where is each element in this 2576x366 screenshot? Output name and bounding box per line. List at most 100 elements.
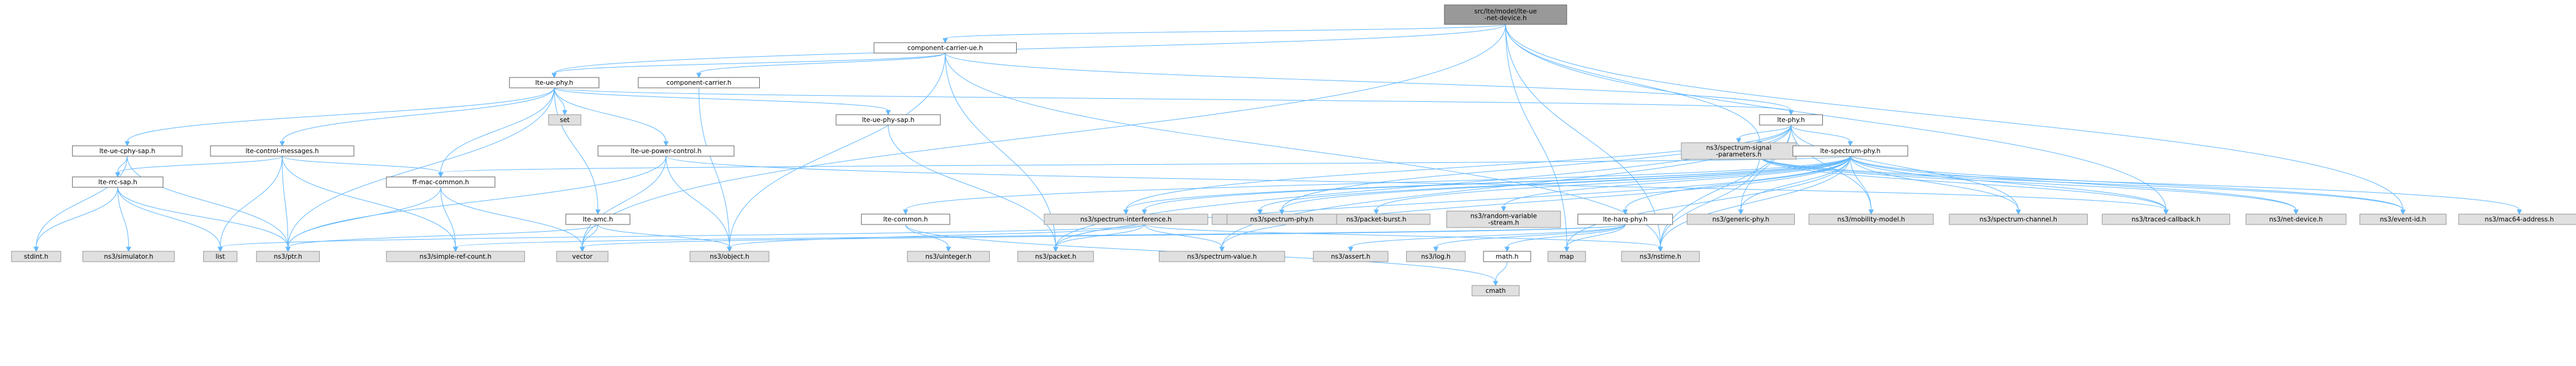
dependency-edge	[1791, 124, 1853, 147]
dependency-edge	[1658, 156, 1851, 253]
edge-line	[1791, 124, 2019, 210]
node-box	[548, 114, 582, 126]
node-label: ns3/simple-ref-count.h	[419, 253, 491, 260]
node-lte-ue-power-control[interactable]: lte-ue-power-control.h	[597, 145, 735, 157]
dependency-edge	[1493, 261, 1508, 287]
edge-line	[1260, 156, 1851, 210]
node-label: lte-phy.h	[1777, 117, 1805, 124]
edge-line	[1435, 224, 1626, 248]
node-lte-ue-phy[interactable]: lte-ue-phy.h	[509, 77, 599, 88]
node-box	[386, 176, 496, 188]
dependency-edge	[1850, 156, 2169, 215]
node-label: lte-control-messages.h	[245, 148, 319, 155]
node-lte-ue-cphy-sap[interactable]: lte-ue-cphy-sap.h	[72, 145, 182, 157]
edge-line	[281, 156, 289, 248]
node-lte-spectrum-phy[interactable]: lte-spectrum-phy.h	[1792, 145, 1908, 157]
edge-line	[1503, 156, 1851, 207]
edge-arrowhead	[1564, 246, 1570, 253]
dependency-edge	[124, 87, 555, 147]
node-label: lte-spectrum-phy.h	[1820, 148, 1880, 155]
edge-arrowhead	[1373, 209, 1379, 215]
node-ns3-mobility-model: ns3/mobility-model.h	[1808, 214, 1934, 225]
node-box	[11, 251, 62, 262]
edge-arrowhead	[663, 141, 669, 147]
node-box	[509, 77, 599, 88]
node-ff-mac-common[interactable]: ff-mac-common.h	[386, 176, 496, 188]
node-lte-control-messages[interactable]: lte-control-messages.h	[210, 145, 355, 157]
edge-line	[1505, 24, 1760, 142]
edge-arrowhead	[1501, 206, 1507, 212]
node-box	[1547, 251, 1586, 262]
edge-line	[1566, 224, 1626, 248]
node-lte-rrc-sap[interactable]: lte-rrc-sap.h	[72, 176, 164, 188]
node-map: map	[1547, 251, 1586, 262]
edge-layer	[33, 24, 2522, 287]
node-box	[1471, 285, 1520, 296]
node-label: ns3/spectrum-signal	[1706, 145, 1772, 152]
node-label: ns3/object.h	[710, 253, 749, 260]
node-label: -parameters.h	[1716, 151, 1762, 159]
node-lte-harq-phy[interactable]: lte-harq-phy.h	[1577, 214, 1673, 225]
node-label: src/lte/model/lte-ue	[1474, 8, 1537, 15]
edge-line	[554, 87, 1792, 111]
edge-line	[1566, 156, 1851, 248]
edge-arrowhead	[1141, 209, 1147, 215]
node-lte-common[interactable]: lte-common.h	[860, 214, 950, 225]
node-label: ns3/nstime.h	[1640, 253, 1681, 260]
node-box	[1406, 251, 1466, 262]
edge-line	[582, 24, 1506, 248]
node-box	[1313, 251, 1388, 262]
edge-arrowhead	[886, 110, 891, 116]
node-box	[82, 251, 175, 262]
edge-line	[1505, 24, 1661, 248]
edge-line	[455, 224, 1626, 248]
node-label: lte-common.h	[883, 216, 928, 223]
node-box	[2458, 214, 2576, 225]
node-box	[638, 77, 760, 88]
dependency-edge	[1736, 124, 1792, 144]
node-label: cmath	[1485, 287, 1506, 295]
edge-line	[1495, 261, 1508, 282]
edge-line	[887, 124, 1056, 248]
dependency-edge	[281, 156, 458, 253]
edge-arrowhead	[1123, 209, 1129, 215]
edge-arrowhead	[33, 246, 39, 253]
edge-line	[1850, 156, 2019, 210]
edge-arrowhead	[942, 38, 948, 44]
node-label: -net-device.h	[1484, 15, 1526, 22]
node-stdint: stdint.h	[11, 251, 62, 262]
node-label: lte-ue-phy-sap.h	[862, 117, 914, 124]
dependency-edge	[33, 187, 118, 253]
node-lte-phy[interactable]: lte-phy.h	[1759, 114, 1823, 126]
node-component-carrier[interactable]: component-carrier.h	[638, 77, 760, 88]
edge-line	[35, 187, 118, 248]
edge-line	[1281, 124, 1792, 210]
node-component-carrier-ue[interactable]: component-carrier-ue.h	[873, 42, 1017, 54]
dependency-edge	[1759, 156, 2406, 215]
edge-line	[729, 224, 1145, 248]
edge-line	[1850, 156, 2296, 210]
edge-line	[1507, 224, 1626, 248]
node-box	[556, 251, 608, 262]
dependency-edge	[1850, 156, 2021, 215]
edge-arrowhead	[1868, 209, 1874, 215]
edge-line	[220, 156, 283, 248]
edge-line	[554, 24, 1506, 74]
node-lte-amc[interactable]: lte-amc.h	[565, 214, 630, 225]
edge-arrowhead	[453, 246, 458, 253]
dependency-edge	[945, 52, 1794, 116]
node-ns3-packet: ns3/packet.h	[1017, 251, 1094, 262]
node-label: ns3/ptr.h	[274, 253, 302, 260]
dependency-edge	[1505, 24, 2406, 215]
node-label: lte-harq-phy.h	[1603, 216, 1648, 223]
edge-arrowhead	[551, 73, 557, 79]
edge-arrowhead	[217, 246, 223, 253]
edge-line	[1759, 156, 2167, 210]
edge-arrowhead	[562, 110, 568, 116]
node-math[interactable]: math.h	[1483, 251, 1531, 262]
node-box	[203, 251, 237, 262]
dependency-edge	[1373, 156, 1851, 215]
node-lte-ue-phy-sap[interactable]: lte-ue-phy-sap.h	[835, 114, 941, 126]
edge-line	[1759, 156, 2520, 210]
edge-line	[287, 156, 666, 248]
